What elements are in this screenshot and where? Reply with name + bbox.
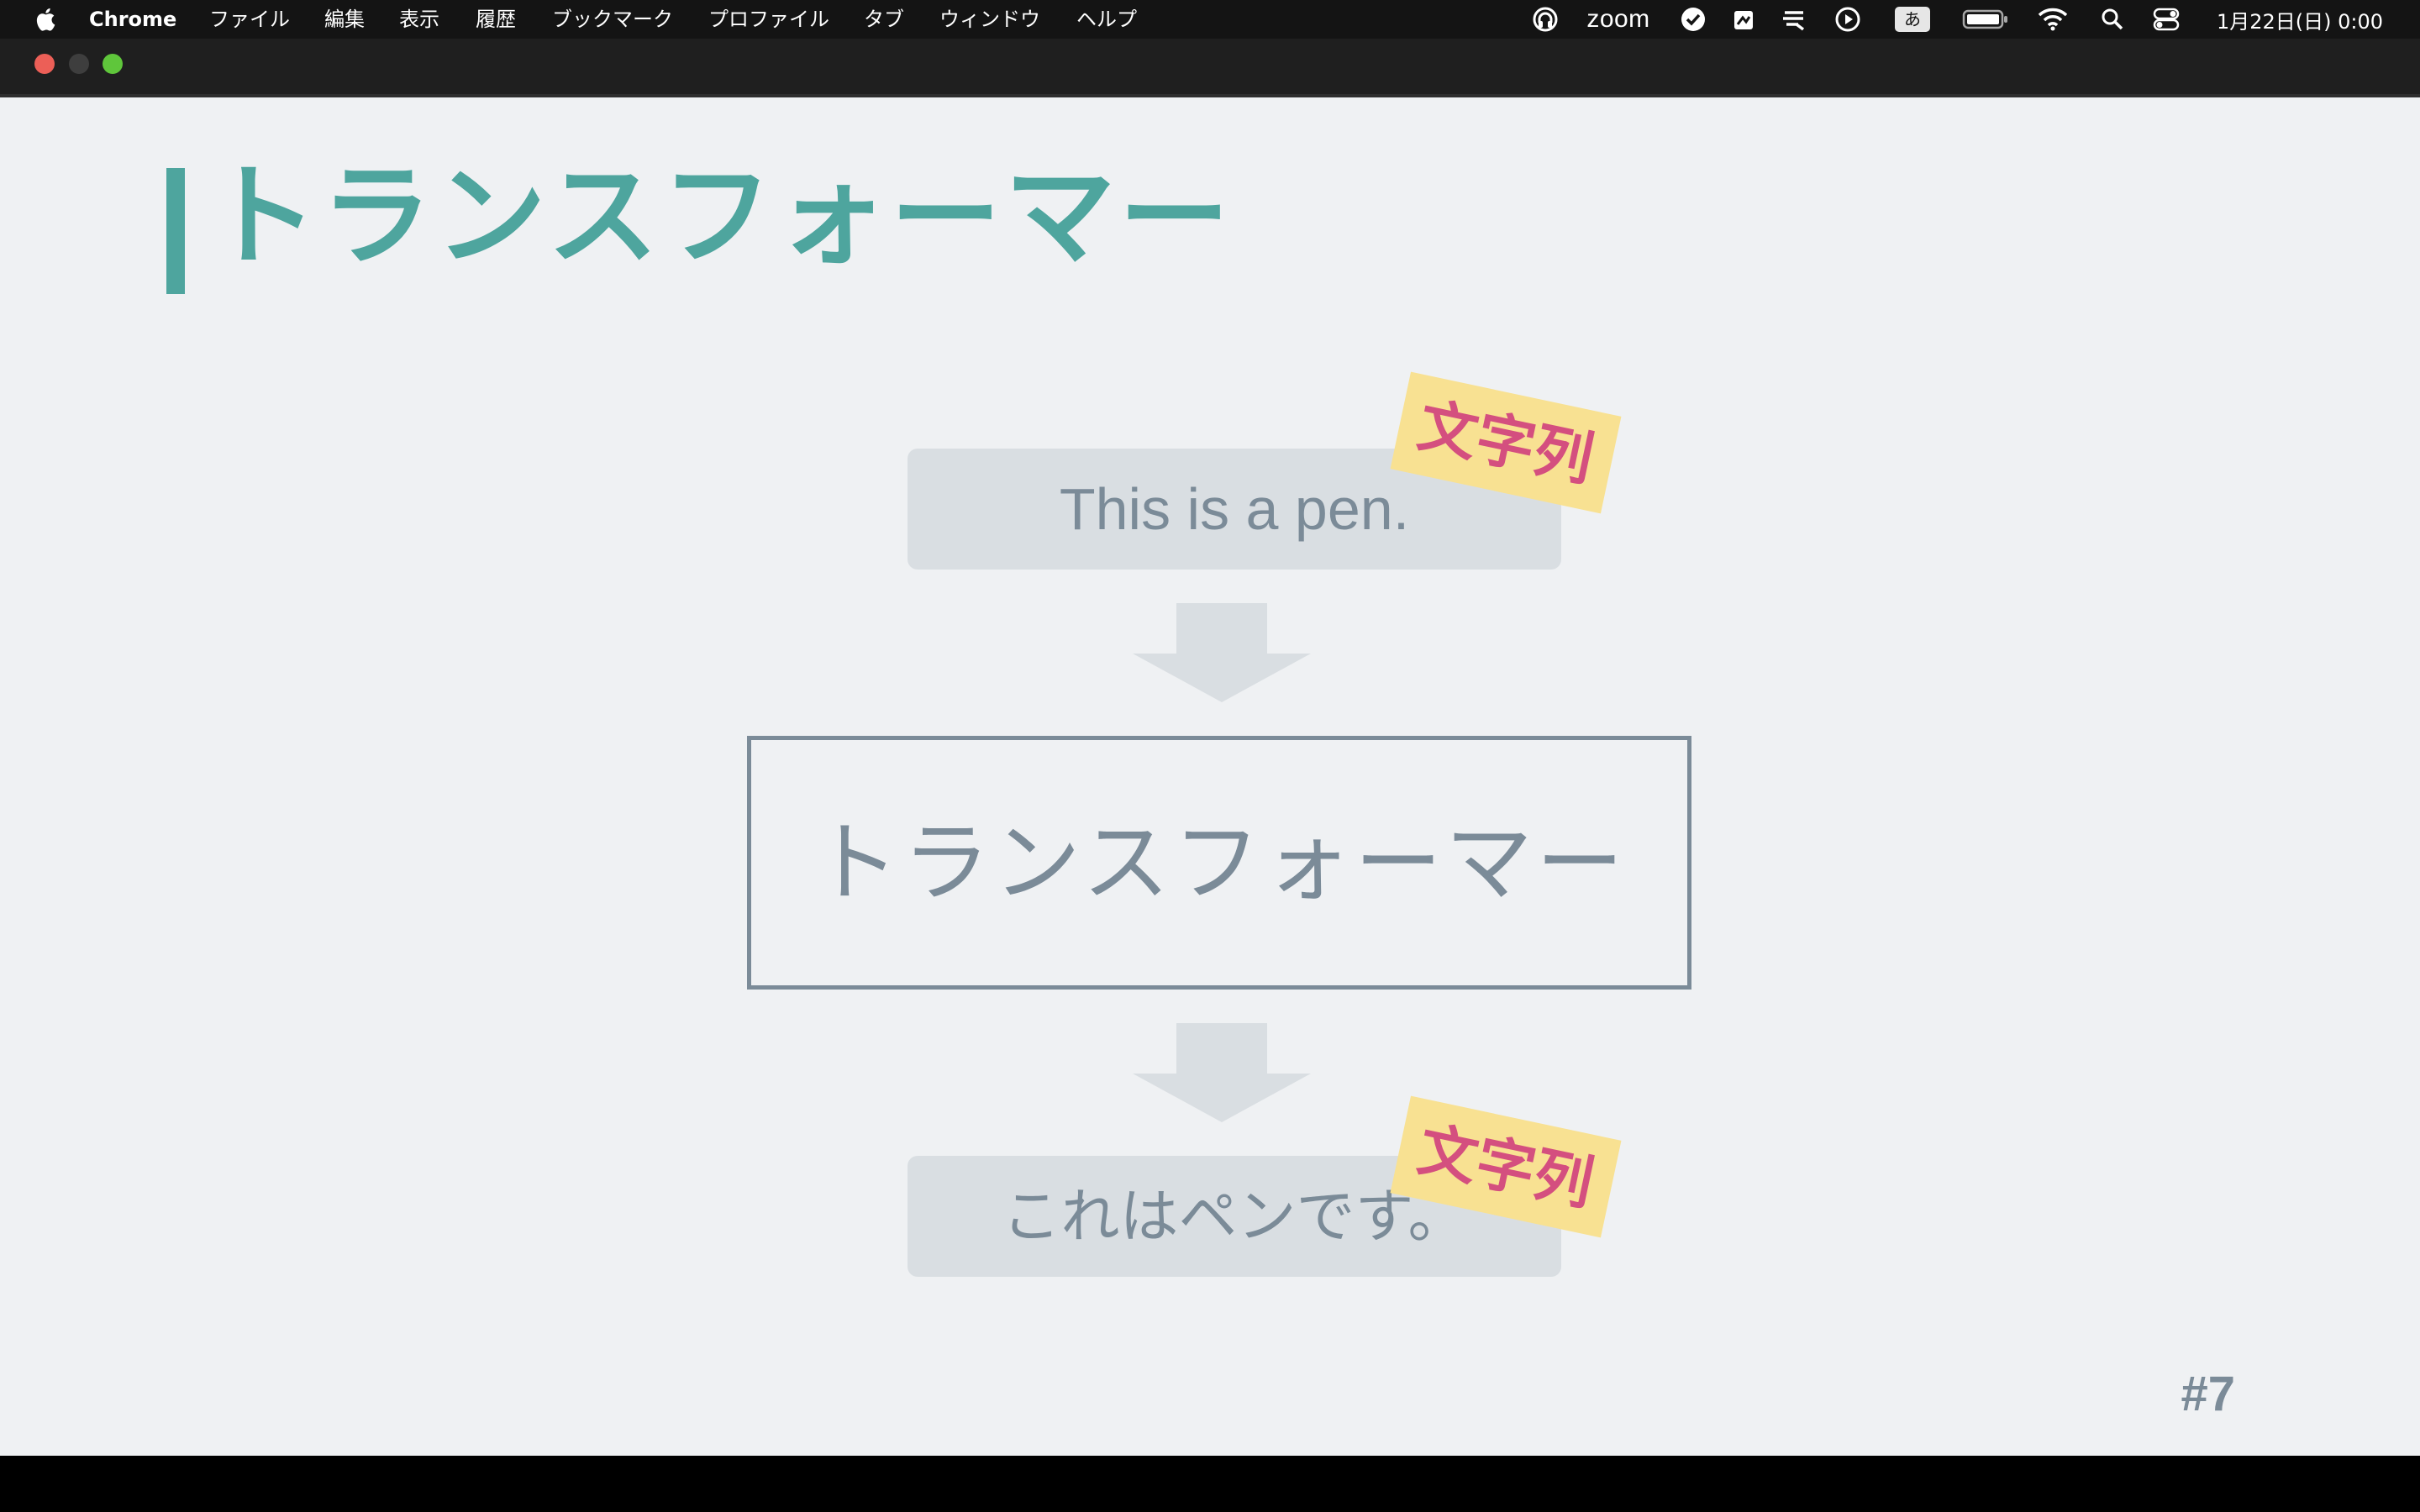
- window-zoom-button[interactable]: [103, 54, 123, 74]
- input-method-label: あ: [1895, 7, 1930, 32]
- transformer-model-box: トランスフォーマー: [747, 736, 1691, 990]
- menu-app-chrome[interactable]: Chrome: [89, 8, 177, 31]
- menu-bar: Chrome ファイル 編集 表示 履歴 ブックマーク プロファイル タブ ウィ…: [0, 0, 2420, 39]
- menu-edit[interactable]: 編集: [324, 8, 365, 31]
- battery-icon[interactable]: [1961, 0, 2010, 39]
- window-close-button[interactable]: [34, 54, 55, 74]
- headset-icon[interactable]: [1529, 0, 1561, 39]
- window-titlebar: [0, 39, 2420, 94]
- menu-file[interactable]: ファイル: [209, 8, 290, 31]
- input-method-icon[interactable]: あ: [1894, 0, 1931, 39]
- zoom-status[interactable]: zoom: [1586, 5, 1650, 33]
- menu-window[interactable]: ウィンドウ: [939, 8, 1040, 31]
- checkmark-circle-icon[interactable]: [1677, 0, 1709, 39]
- control-center-icon[interactable]: [2149, 0, 2183, 39]
- clipboard-icon[interactable]: [1729, 0, 1758, 39]
- output-sentence-box: これはペンです。: [908, 1156, 1561, 1277]
- window-minimize-button[interactable]: [69, 54, 89, 74]
- rakuten-icon[interactable]: [1780, 0, 1810, 39]
- screen-bottom-bar: [0, 1456, 2420, 1512]
- menu-clock[interactable]: 1月22日(日) 0:00: [2216, 9, 2384, 34]
- down-arrow-icon: [1133, 1023, 1311, 1122]
- play-icon[interactable]: [1832, 0, 1864, 39]
- titlebar-divider: [0, 94, 2420, 97]
- menu-help[interactable]: ヘルプ: [1076, 8, 1137, 31]
- title-accent-bar: [166, 168, 185, 294]
- search-icon[interactable]: [2097, 0, 2128, 39]
- slide-page-number: #7: [2181, 1367, 2235, 1421]
- apple-icon[interactable]: [34, 8, 55, 31]
- down-arrow-icon: [1133, 603, 1311, 702]
- menu-history[interactable]: 履歴: [476, 8, 516, 31]
- menu-view[interactable]: 表示: [399, 8, 439, 31]
- menu-profiles[interactable]: プロファイル: [708, 8, 829, 31]
- slide-title: トランスフォーマー: [207, 152, 1234, 281]
- menu-bookmarks[interactable]: ブックマーク: [552, 8, 673, 31]
- wifi-icon[interactable]: [2035, 0, 2070, 39]
- menu-tab[interactable]: タブ: [864, 8, 904, 31]
